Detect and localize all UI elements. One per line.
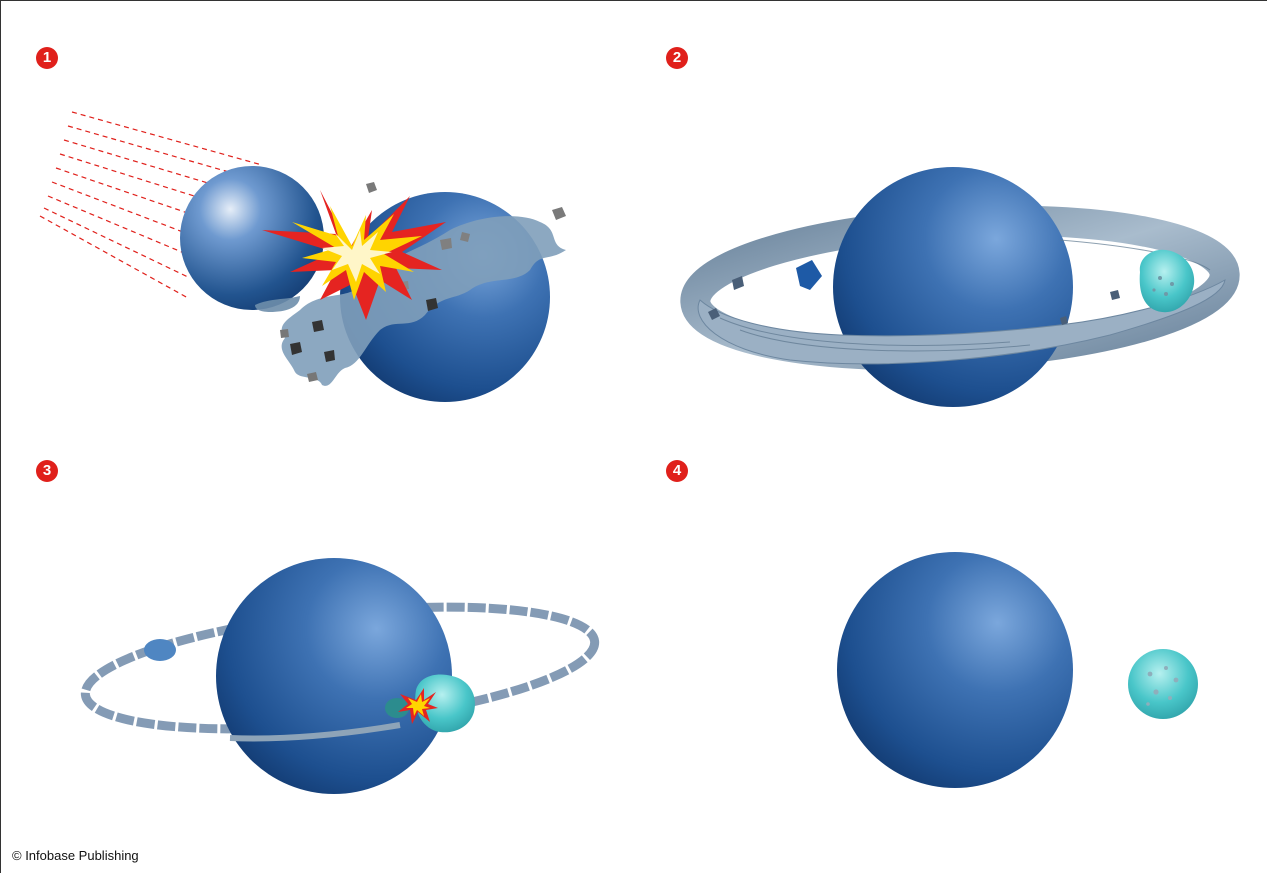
ring-texture bbox=[719, 239, 1211, 352]
step-badge-2: 2 bbox=[666, 47, 688, 69]
panel-4-earth-moon bbox=[837, 552, 1198, 788]
earth-planet bbox=[837, 552, 1073, 788]
step-badge-4: 4 bbox=[666, 460, 688, 482]
moon-craters bbox=[1146, 666, 1179, 706]
moon-spots bbox=[1152, 276, 1174, 296]
proto-moon bbox=[1139, 249, 1195, 313]
earth-planet bbox=[216, 558, 452, 794]
step-badge-1: 1 bbox=[36, 47, 58, 69]
ring-rocks bbox=[708, 276, 1120, 325]
impactor-planet bbox=[180, 166, 324, 310]
debris-cloud bbox=[281, 216, 566, 386]
explosion-core bbox=[322, 230, 392, 282]
copyright-credit: © Infobase Publishing bbox=[12, 848, 139, 863]
moonlet-collider bbox=[385, 698, 409, 718]
moon bbox=[1128, 649, 1198, 719]
small-moonlet bbox=[144, 639, 176, 661]
panel-2-debris-ring bbox=[680, 167, 1240, 407]
panel-3-moon-accretion bbox=[80, 558, 600, 794]
collision-flash-core bbox=[406, 694, 430, 716]
debris-ring-front bbox=[697, 279, 1226, 365]
growing-moon bbox=[415, 674, 476, 733]
panel-1-impact bbox=[39, 111, 566, 402]
ring-front-segment bbox=[229, 722, 401, 742]
earth-planet bbox=[833, 167, 1073, 407]
debris-splash bbox=[255, 296, 300, 312]
ring-fragment bbox=[796, 260, 822, 290]
step-badge-3: 3 bbox=[36, 460, 58, 482]
